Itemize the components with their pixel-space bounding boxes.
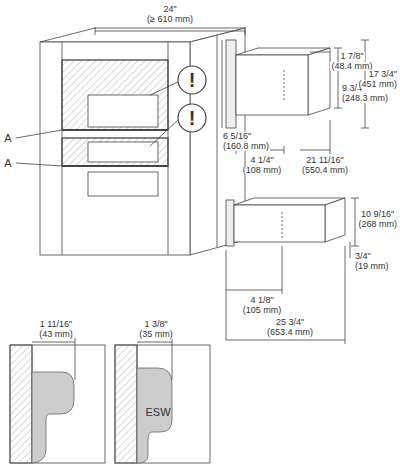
dimension: (550.4 mm) xyxy=(301,166,349,175)
warning-callout: ! xyxy=(188,108,197,128)
dimension: (268 mm) xyxy=(357,220,398,229)
dimension: (451 mm) xyxy=(357,80,398,89)
dimension: 21 11/16" xyxy=(305,156,345,165)
dimension: 17 3/4" xyxy=(368,70,398,79)
dimension: (35 mm) xyxy=(138,330,174,339)
dimension: (160.8 mm) xyxy=(222,142,270,151)
dimension: 4 1/4" xyxy=(249,156,274,165)
dimension: 1 3/8" xyxy=(143,320,168,329)
dimension: 10 9/16" xyxy=(360,210,395,219)
dimension: 1 7/8" xyxy=(339,52,364,61)
dimension: 24" xyxy=(162,5,177,14)
dimension: (105 mm) xyxy=(242,306,283,315)
dimension: 6 5/16" xyxy=(222,132,252,141)
dimension: (653.4 mm) xyxy=(266,328,314,337)
dimension: (≥ 610 mm) xyxy=(146,15,194,24)
dimension: 1 11/16" xyxy=(39,320,74,329)
warning-callout: ! xyxy=(188,70,197,90)
dimension: (19 mm) xyxy=(354,262,390,271)
part-label: A xyxy=(3,133,12,144)
dimension: 3/4" xyxy=(354,252,372,261)
dimension: (248.3 mm) xyxy=(341,94,389,103)
device-label: ESW xyxy=(144,407,171,418)
part-label: A xyxy=(3,158,12,169)
dimension: 25 3/4" xyxy=(275,318,305,327)
dimension: (108 mm) xyxy=(242,166,283,175)
dimension: 4 1/8" xyxy=(249,296,274,305)
dimension: (43 mm) xyxy=(38,330,74,339)
